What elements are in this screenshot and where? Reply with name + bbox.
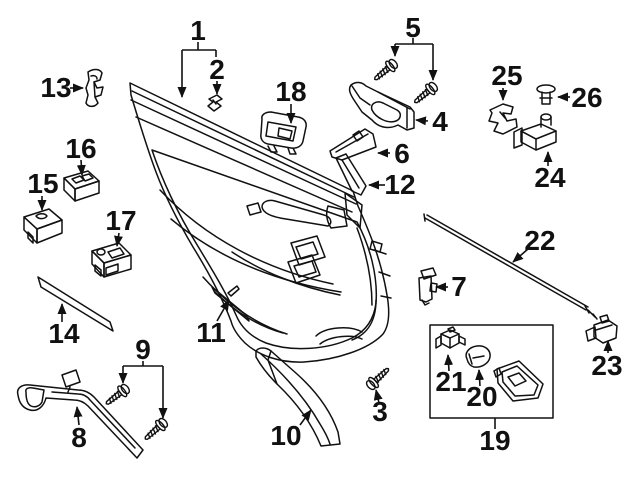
part-1-door-trim-panel [129, 82, 392, 363]
callout-6: 6 [394, 138, 410, 169]
part-9-screws [101, 381, 171, 445]
part-19-lamp-lens [493, 360, 544, 402]
leader-lines [37, 38, 613, 429]
leader-16 [76, 159, 86, 176]
callout-2: 2 [209, 54, 225, 85]
part-23-clip [585, 314, 618, 344]
callout-18: 18 [275, 76, 306, 107]
leader-21 [444, 354, 454, 372]
leader-11 [216, 299, 230, 322]
part-14-strip [37, 276, 114, 332]
part-11-strip [211, 285, 250, 322]
callout-24: 24 [534, 162, 566, 193]
leader-22 [512, 248, 529, 263]
leader-17 [114, 232, 123, 247]
callout-14: 14 [48, 318, 80, 349]
callout-26: 26 [571, 82, 602, 113]
callout-15: 15 [27, 168, 58, 199]
part-5-screws [369, 56, 441, 109]
part-10-armrest [255, 347, 341, 447]
part-3-screw [363, 363, 394, 393]
part-18-handle-bezel [260, 111, 307, 155]
callout-labels: 1 2 3 4 5 6 7 8 9 10 11 12 13 14 15 16 1… [27, 12, 622, 456]
leader-10 [299, 409, 312, 426]
callout-1: 1 [190, 15, 206, 46]
part-7-clip [418, 267, 438, 306]
part-15-switch [23, 208, 63, 244]
part-6-trim-strip [329, 128, 377, 161]
callout-8: 8 [71, 422, 87, 453]
leader-4 [415, 116, 429, 126]
callout-3: 3 [372, 396, 388, 427]
callout-16: 16 [65, 133, 96, 164]
part-26-rivet [536, 84, 556, 105]
leader-9 [123, 361, 163, 367]
leader-5 [395, 38, 433, 45]
part-4-speaker-bracket [348, 81, 415, 131]
callout-23: 23 [591, 350, 622, 381]
callout-5: 5 [405, 12, 421, 43]
leader-1 [182, 42, 217, 57]
callout-7: 7 [451, 271, 467, 302]
part-24-bracket [513, 113, 557, 151]
callout-19: 19 [479, 425, 510, 456]
part-21-bulb-socket [435, 326, 466, 349]
callout-12: 12 [384, 169, 415, 200]
leader-3 [373, 389, 383, 404]
part-13-bracket [85, 68, 104, 108]
part-16-switch [63, 170, 100, 202]
callout-17: 17 [105, 205, 136, 236]
part-22-rod [423, 213, 598, 320]
part-25-bracket [488, 103, 518, 135]
part-17-switch [91, 242, 132, 278]
callout-25: 25 [491, 60, 522, 91]
part-2-clip [207, 94, 223, 112]
leader-8 [73, 406, 83, 426]
callout-21: 21 [435, 366, 466, 397]
part-12-sail-trim [335, 153, 367, 196]
callout-22: 22 [524, 225, 555, 256]
part-8-grab-handle [16, 369, 144, 459]
callout-10: 10 [270, 420, 301, 451]
callout-9: 9 [135, 334, 151, 365]
leader-20 [475, 369, 485, 387]
part-20-bulb [465, 345, 491, 368]
callout-20: 20 [466, 381, 497, 412]
part-19-lamp-kit-box [429, 324, 554, 419]
callout-13: 13 [40, 72, 71, 103]
callout-11: 11 [196, 317, 226, 348]
callout-4: 4 [432, 106, 448, 137]
